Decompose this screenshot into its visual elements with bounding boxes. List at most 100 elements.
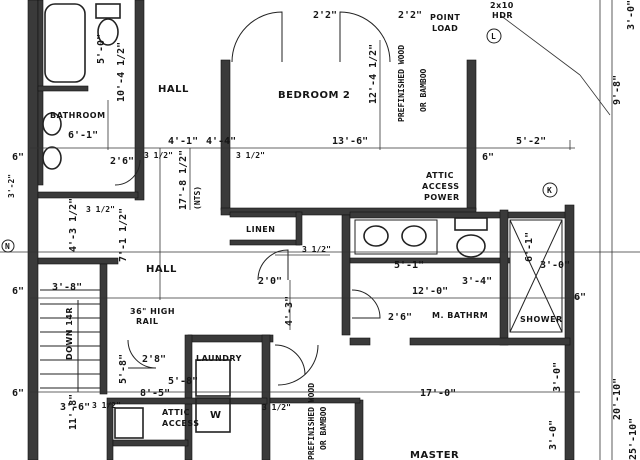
dim-3-5f: 3 1/2" xyxy=(262,403,291,412)
label-wood-1b: OR BAMBOO xyxy=(419,68,428,112)
door-linen xyxy=(257,249,289,281)
sink-bath-1 xyxy=(42,112,62,136)
wall-bedroom-left xyxy=(220,59,231,211)
door-bedroom-left xyxy=(231,11,283,63)
dim-3-4: 3'-4" xyxy=(462,276,492,287)
dim-10-4: 10'-4 1/2" xyxy=(116,42,127,102)
dim-2-0: 2'0" xyxy=(258,276,282,287)
dim-6-1b: 6'-1" xyxy=(524,232,535,262)
dim-3-0-top: 3'-0" xyxy=(626,0,637,30)
dim-2-6b: 2'6" xyxy=(388,312,412,323)
dim-6d: 6" xyxy=(12,286,24,297)
label-nts: (NTS) xyxy=(193,186,202,210)
dim-13-6: 13'-6" xyxy=(332,136,368,147)
bubble-k-text: K xyxy=(547,186,552,195)
dim-3-6: 3'-6" xyxy=(60,402,90,413)
shower-x2 xyxy=(509,219,563,333)
sink-bath-2 xyxy=(42,146,62,170)
dim-3-5e: 3 1/2" xyxy=(92,401,121,410)
dim-8-5: 8'-5" xyxy=(140,388,170,399)
label-bedroom2: BEDROOM 2 xyxy=(278,90,350,101)
sink-master-2 xyxy=(401,225,427,247)
label-shower: SHOWER xyxy=(520,315,563,324)
bubble-n xyxy=(1,239,15,253)
dim-3-0-shower: 3'-0" xyxy=(540,260,570,271)
wall-closet-bottom xyxy=(112,439,189,447)
label-stairs: DOWN 14R xyxy=(65,307,74,360)
label-attic-2: ACCESS xyxy=(422,182,460,191)
toilet-master-bowl xyxy=(456,234,486,258)
dim-5-8b: 5'-8" xyxy=(118,354,129,384)
water-heater xyxy=(114,407,144,439)
dim-3-5a: 3 1/2" xyxy=(144,151,173,160)
bathtub xyxy=(44,3,86,83)
label-attic-access-1: ATTIC xyxy=(162,408,190,417)
label-m-bath: M. BATHRM xyxy=(432,311,488,320)
toilet-master-tank xyxy=(454,217,488,231)
dim-3-5c: 3 1/2" xyxy=(86,205,115,214)
vanity xyxy=(354,219,438,255)
wall-laundry-right xyxy=(261,334,271,460)
bubble-l xyxy=(486,28,502,44)
label-point-load-1: POINT xyxy=(430,13,460,22)
dim-5-0: 5'-0" xyxy=(96,34,107,64)
label-attic-1: ATTIC xyxy=(426,171,454,180)
dim-9-8: 9'-8" xyxy=(612,75,623,105)
dim-2-8: 2'8" xyxy=(142,354,166,365)
dim-4-1: 4'-1" xyxy=(168,136,198,147)
dim-6e: 6" xyxy=(12,388,24,399)
room-labels: BEDROOM 2 BATHROOM HALL HALL LINEN LAUND… xyxy=(50,1,563,460)
label-wood-1a: PREFINISHED WOOD xyxy=(397,45,406,122)
label-bathroom: BATHROOM xyxy=(50,111,106,120)
dim-6-1: 6'-1" xyxy=(68,130,98,141)
wall-shower-left xyxy=(499,209,509,346)
dim-4-4: 4'-4" xyxy=(206,136,236,147)
wall-linen-right xyxy=(295,211,303,246)
dim-2-2b: 2'2" xyxy=(398,10,422,21)
bubble-l-text: L xyxy=(491,32,496,41)
wall-hall-bottom xyxy=(106,397,268,405)
door-mbath xyxy=(351,289,381,319)
wall-bath-bottom-left xyxy=(349,337,371,346)
dim-17-0: 17'-0" xyxy=(420,388,456,399)
wall-linen-top xyxy=(229,211,301,218)
dim-3-5b: 3 1/2" xyxy=(236,151,265,160)
door-master xyxy=(277,344,319,386)
door-bedroom-right xyxy=(339,11,391,63)
dim-5-8: 5'-8" xyxy=(168,376,198,387)
doors xyxy=(114,11,391,386)
wall-tub xyxy=(37,85,89,92)
shower-pan xyxy=(509,219,563,333)
sink-master-1 xyxy=(363,225,389,247)
wall-right-outer xyxy=(564,204,575,460)
dim-11-8: 11'-8" xyxy=(68,394,79,430)
label-hdr-1: 2x10 xyxy=(490,1,514,10)
label-linen: LINEN xyxy=(246,225,275,234)
label-hall-mid: HALL xyxy=(146,264,177,275)
wall-stair-right xyxy=(99,263,108,395)
dim-6b: 6" xyxy=(482,152,494,163)
label-laundry: LAUNDRY xyxy=(196,354,242,363)
label-attic-3: POWER xyxy=(424,193,460,202)
wall-bath-right xyxy=(134,0,145,201)
wall-closet xyxy=(106,403,114,460)
label-master: MASTER xyxy=(410,450,459,460)
dim-3-5d: 3 1/2" xyxy=(302,245,331,254)
dim-20-10: 20'-10" xyxy=(612,378,623,420)
dim-2-6a: 2'6" xyxy=(110,156,134,167)
door-bath xyxy=(114,159,141,186)
wall-center xyxy=(341,214,351,336)
label-wood-2a: PREFINISHED WOOD xyxy=(307,383,316,460)
dim-6c: 6" xyxy=(574,292,586,303)
label-hall-top: HALL xyxy=(158,84,189,95)
fixtures xyxy=(40,3,563,439)
wall-master-top xyxy=(409,337,571,346)
label-rail-1: 36" HIGH xyxy=(130,307,175,316)
wall-master-hz xyxy=(269,397,361,404)
label-point-load-2: LOAD xyxy=(432,24,458,33)
dim-5-1: 5'-1" xyxy=(394,260,424,271)
wall-laundry-left xyxy=(184,334,193,460)
toilet-bowl-top xyxy=(97,18,119,46)
dim-7-1: 7'-1 1/2" xyxy=(118,208,129,262)
